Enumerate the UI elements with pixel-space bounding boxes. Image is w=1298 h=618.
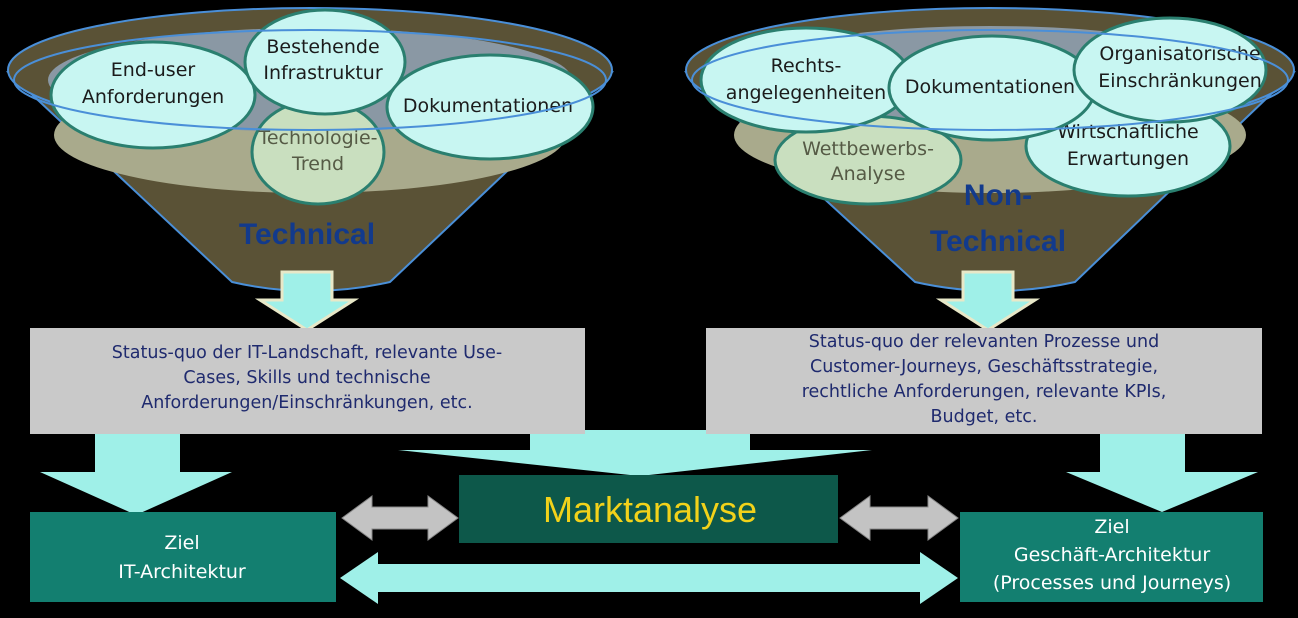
marktanalyse-box (459, 475, 838, 543)
down-arrow-left (40, 430, 232, 515)
bubble-rechts (699, 26, 913, 134)
bubble-organisatorische (1072, 16, 1268, 124)
bubble-end-user (49, 40, 257, 150)
bubble-text: Dokumentationen (905, 76, 1075, 98)
bubble-text: Technologie- (257, 127, 377, 149)
box-text: Status-quo der IT-Landschaft, relevante … (112, 343, 502, 363)
bubble-text: End-user (111, 59, 196, 81)
down-arrow-right-funnel (935, 270, 1041, 332)
target-text: (Processes und Journeys) (993, 572, 1231, 594)
right-status-box (706, 328, 1262, 434)
funnel-ring (691, 29, 1289, 131)
svg-text:Status-quo der relevanten Proz: Status-quo der relevanten Prozesse undCu… (802, 332, 1167, 427)
svg-text:Wettbewerbs-Analyse: Wettbewerbs- Analyse (802, 138, 934, 185)
svg-text:Rechts-angelegenheiten: Rechts-angelegenheiten (726, 55, 886, 104)
target-text: IT-Architektur (118, 561, 246, 583)
bubble-text: Organisatorische (1099, 43, 1260, 65)
bubble-text: Dokumentationen (403, 95, 573, 117)
bubble-text: Infrastruktur (263, 62, 382, 84)
left-status-box (30, 328, 585, 434)
double-arrow-right-gray (839, 495, 959, 541)
bubble-text: Rechts- (771, 55, 842, 77)
bubble-technologie-trend (250, 98, 386, 206)
bubble-text: Anforderungen (82, 86, 224, 108)
box-text: rechtliche Anforderungen, relevante KPIs… (802, 382, 1167, 402)
box-text: Customer-Journeys, Geschäftsstrategie, (810, 357, 1158, 377)
ziel-geschaeft-architektur-box (960, 512, 1263, 602)
down-arrow-left-funnel (254, 270, 360, 332)
bubble-text: angelegenheiten (726, 82, 886, 104)
bubble-text: Wettbewerbs- (802, 138, 934, 160)
funnel-ring (13, 29, 607, 131)
box-text: Anforderungen/Einschränkungen, etc. (141, 393, 472, 413)
svg-text:Status-quo der IT-Landschaft,: Status-quo der IT-Landschaft, relevante … (112, 343, 502, 413)
double-arrow-cyan (340, 552, 958, 604)
bubble-text: Bestehende (266, 36, 379, 58)
bubble-text: Analyse (831, 163, 906, 185)
box-text: Cases, Skills und technische (183, 368, 430, 388)
non-technical-label: Non- (964, 179, 1032, 212)
bubble-text: Erwartungen (1067, 148, 1189, 170)
target-text: Ziel (1094, 516, 1129, 538)
down-arrow-center (398, 430, 872, 476)
box-text: Budget, etc. (931, 407, 1038, 427)
marktanalyse-label: Marktanalyse (543, 489, 757, 530)
bubble-text: Einschränkungen (1098, 70, 1262, 92)
target-text: Geschäft-Architektur (1014, 544, 1210, 566)
down-arrow-right (1066, 430, 1258, 512)
technical-label: Technical (239, 218, 375, 251)
double-arrow-left-gray (341, 495, 459, 541)
bubble-text: Trend (291, 153, 344, 175)
box-text: Status-quo der relevanten Prozesse und (809, 332, 1159, 352)
non-technical-label: Technical (930, 225, 1066, 258)
svg-text:Technologie-Trend: Technologie- Trend (257, 127, 377, 175)
svg-text:Non-Technical: Non- Technical (930, 179, 1066, 258)
target-text: Ziel (164, 532, 199, 554)
bubble-bestehende (243, 8, 407, 116)
bubble-dokumentationen (385, 53, 595, 161)
right-funnel: Non-Technical Rechts-angelegenheiten Wir… (683, 7, 1296, 292)
ziel-it-architektur-box (30, 512, 336, 602)
